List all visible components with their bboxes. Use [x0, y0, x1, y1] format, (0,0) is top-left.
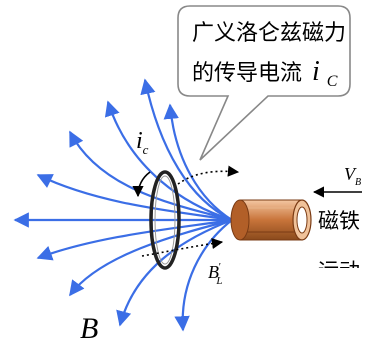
conducting-loop	[149, 170, 181, 270]
label-b-field: B	[80, 312, 98, 345]
label-bl: B'L	[208, 261, 222, 287]
induced-field-arrow-top	[177, 165, 240, 185]
label-ic: ic	[136, 128, 149, 157]
field-line-bottom-2	[116, 218, 233, 327]
field-line-upper-left	[36, 174, 233, 222]
field-lines	[13, 78, 233, 332]
current-arrow	[132, 171, 151, 198]
label-motion: 运动	[318, 259, 360, 283]
field-line-bottom-3	[174, 219, 233, 332]
callout-bubble: 广义洛仑兹磁力 的传导电流 i C	[177, 5, 351, 161]
callout-line-2: 的传导电流 i C	[192, 56, 338, 90]
magnet-cylinder	[230, 199, 312, 241]
label-vb: VB	[344, 164, 361, 188]
field-line-top-2	[140, 78, 233, 221]
label-motion-clip: 运动	[318, 259, 360, 283]
field-line-top-1	[163, 103, 233, 221]
field-line-bottom-1	[69, 218, 233, 297]
field-line-lower-left	[36, 218, 233, 261]
callout-line-1: 广义洛仑兹磁力	[192, 21, 346, 46]
label-magnet: 磁铁	[318, 209, 360, 233]
